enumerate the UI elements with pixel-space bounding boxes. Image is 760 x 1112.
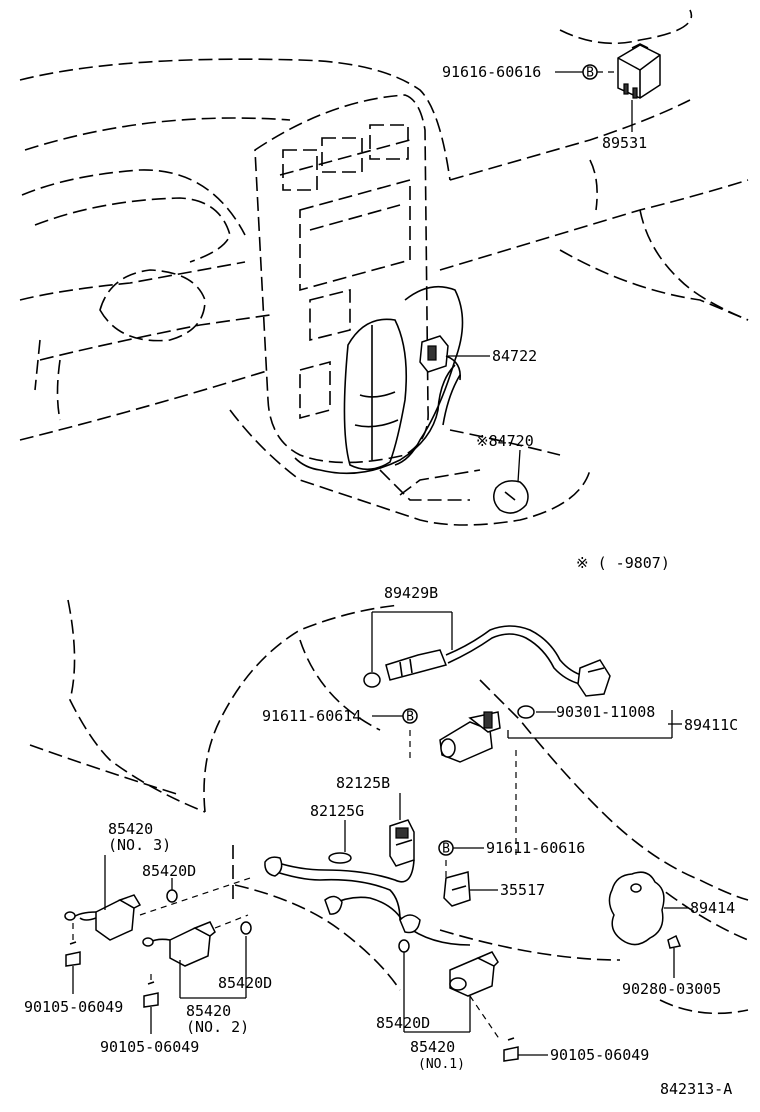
- part-35517: [443, 871, 498, 907]
- label-91616-60616: 91616-60616: [442, 63, 541, 81]
- label-91611-60616: 91611-60616: [486, 839, 585, 857]
- note-range: ※ ( -9807): [576, 554, 670, 572]
- label-85420-no3-sub: (NO. 3): [108, 836, 171, 854]
- bolt-91611-60616: B: [438, 750, 517, 880]
- bolt-91611-60614: B: [372, 708, 418, 760]
- label-89411C: 89411C: [684, 716, 738, 734]
- bolt-90105-c: [503, 1037, 548, 1062]
- label-85420-no1: 85420: [410, 1038, 455, 1056]
- label-85420-no3: 85420: [108, 820, 153, 838]
- label-85420-no2: 85420: [186, 1002, 231, 1020]
- part-85420-no2: [142, 914, 249, 999]
- label-84722: 84722: [492, 347, 537, 365]
- label-90280-03005: 90280-03005: [622, 980, 721, 998]
- part-85420-no1: [449, 951, 501, 1041]
- label-90105-b: 90105-06049: [100, 1038, 199, 1056]
- bolt-90105-a: [65, 920, 81, 994]
- label-90105-a: 90105-06049: [24, 998, 123, 1016]
- dashboard-illustration: [19, 9, 749, 526]
- bolt-91616-60616: B: [555, 64, 618, 81]
- label-91611-60614: 91611-60614: [262, 707, 361, 725]
- bolt-mark: B: [586, 66, 594, 81]
- part-89531: [617, 43, 661, 132]
- label-90105-c: 90105-06049: [550, 1046, 649, 1064]
- label-82125B: 82125B: [336, 774, 390, 792]
- part-82125B-harness: [264, 819, 471, 946]
- label-89429B: 89429B: [384, 584, 438, 602]
- diagram-id: 842313-A: [660, 1080, 732, 1098]
- label-85420D-b: 85420D: [218, 974, 272, 992]
- engine-bay-illustration: [29, 599, 749, 1015]
- label-82125G: 82125G: [310, 802, 364, 820]
- svg-text:B: B: [406, 710, 414, 725]
- part-84720: [493, 449, 529, 514]
- label-85420-no1-sub: (NO.1): [418, 1057, 465, 1072]
- part-90280-03005: [667, 934, 682, 978]
- oring-85420D-a: [166, 878, 178, 903]
- oring-85420D-b: [240, 921, 252, 935]
- label-90301-11008: 90301-11008: [556, 703, 655, 721]
- grommet-82125G: [328, 820, 352, 864]
- oring-90301-11008: [517, 705, 556, 719]
- bolt-90105-b: [143, 970, 159, 1034]
- label-85420D-c: 85420D: [376, 1014, 430, 1032]
- label-89531: 89531: [602, 134, 647, 152]
- part-89414: [608, 871, 688, 946]
- svg-text:B: B: [442, 842, 450, 857]
- part-85420-no3: [64, 855, 251, 941]
- label-85420-no2-sub: (NO. 2): [186, 1018, 249, 1036]
- label-89414: 89414: [690, 899, 735, 917]
- oring-85420D-c: [398, 939, 471, 1033]
- label-85420D-a: 85420D: [142, 862, 196, 880]
- part-84722: [419, 335, 490, 381]
- label-35517: 35517: [500, 881, 545, 899]
- part-89429B: [363, 611, 611, 697]
- label-84720: ※84720: [476, 432, 534, 450]
